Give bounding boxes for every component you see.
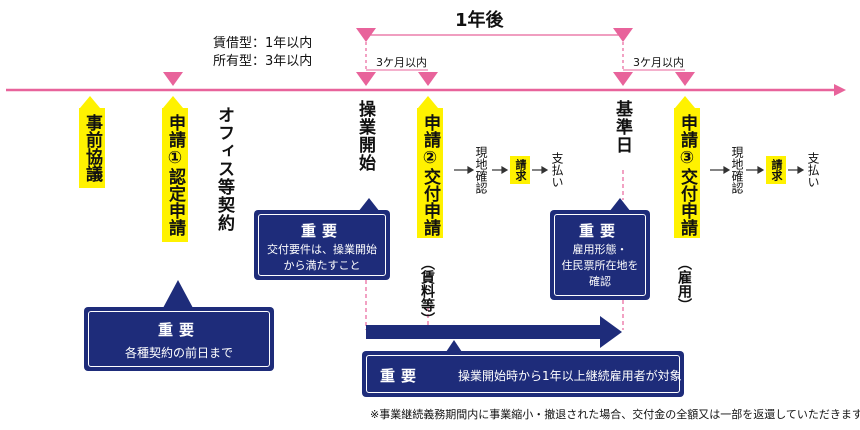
important-box-1: 重要 各種契約の前日まで [84, 307, 274, 371]
important-text-1: 各種契約の前日まで [124, 346, 233, 360]
important-text-3c: 確認 [589, 275, 611, 288]
marker-application-3 [675, 72, 695, 86]
office-contract-label: オフィス等契約 [214, 106, 234, 232]
big-arrow-head [600, 316, 622, 348]
important-text-2b: から満たすこと [283, 259, 361, 272]
claim-1-badge: 請求 [510, 156, 530, 184]
important-box-2: 重要 交付要件は、操業開始 から満たすこと [254, 210, 390, 280]
application-3-label: 申請③交付申請 [674, 108, 700, 238]
footnote: ※事業継続義務期間内に事業縮小・撤退された場合、交付金の全額又は一部を返還してい… [370, 408, 860, 421]
base-date-label: 基準日 [612, 100, 632, 154]
application-1-label: 申請①認定申請 [162, 108, 188, 242]
marker-application-1 [163, 72, 183, 86]
important-text-4: 操業開始時から1年以上継続雇用者が対象 [458, 369, 682, 383]
field-check-1: 現地確認 [474, 146, 488, 194]
connector-box3 [609, 198, 631, 212]
application-2-note: （賃料等） [419, 256, 435, 326]
three-months-label-1: 3ケ月以内 [376, 56, 427, 69]
important-text-3a: 雇用形態・ [572, 243, 628, 256]
important-title-3: 重要 [578, 222, 621, 240]
application-3-note: （雇用） [676, 256, 692, 312]
payment-2: 支払い [806, 152, 820, 188]
important-title-1: 重要 [157, 321, 200, 339]
operation-start-label: 操業開始 [355, 100, 375, 172]
timeline-arrowhead [834, 84, 846, 96]
field-check-2: 現地確認 [730, 146, 744, 194]
connector-box4 [446, 340, 462, 352]
yellow-tri-pre [80, 96, 100, 108]
important-title-4: 重要 [380, 367, 423, 385]
marker-base-date [613, 72, 633, 86]
application-2-label: 申請②交付申請 [417, 108, 443, 238]
big-arrow-body [366, 325, 602, 339]
important-title-2: 重要 [300, 222, 343, 240]
yellow-tri-app1 [163, 96, 183, 108]
marker-operation-start [356, 72, 376, 86]
important-box-4: 重要 操業開始時から1年以上継続雇用者が対象 [362, 351, 684, 397]
yellow-tri-app2 [418, 96, 438, 108]
one-year-label: 1年後 [455, 10, 504, 31]
important-text-2a: 交付要件は、操業開始 [267, 243, 377, 256]
connector-box2 [358, 198, 380, 212]
yellow-tri-app3 [675, 96, 695, 108]
owned-type-label: 所有型：3年以内 [213, 54, 313, 69]
pre-consultation-label: 事前協議 [79, 108, 105, 188]
claim-2-badge: 請求 [766, 156, 786, 184]
important-text-3b: 住民票所在地を [561, 259, 639, 272]
important-box-3: 重要 雇用形態・ 住民票所在地を 確認 [550, 210, 650, 300]
rental-type-label: 賃借型：1年以内 [213, 36, 313, 51]
payment-1: 支払い [550, 152, 564, 188]
connector-box1 [163, 280, 193, 308]
marker-application-2 [418, 72, 438, 86]
three-months-label-2: 3ケ月以内 [633, 56, 684, 69]
